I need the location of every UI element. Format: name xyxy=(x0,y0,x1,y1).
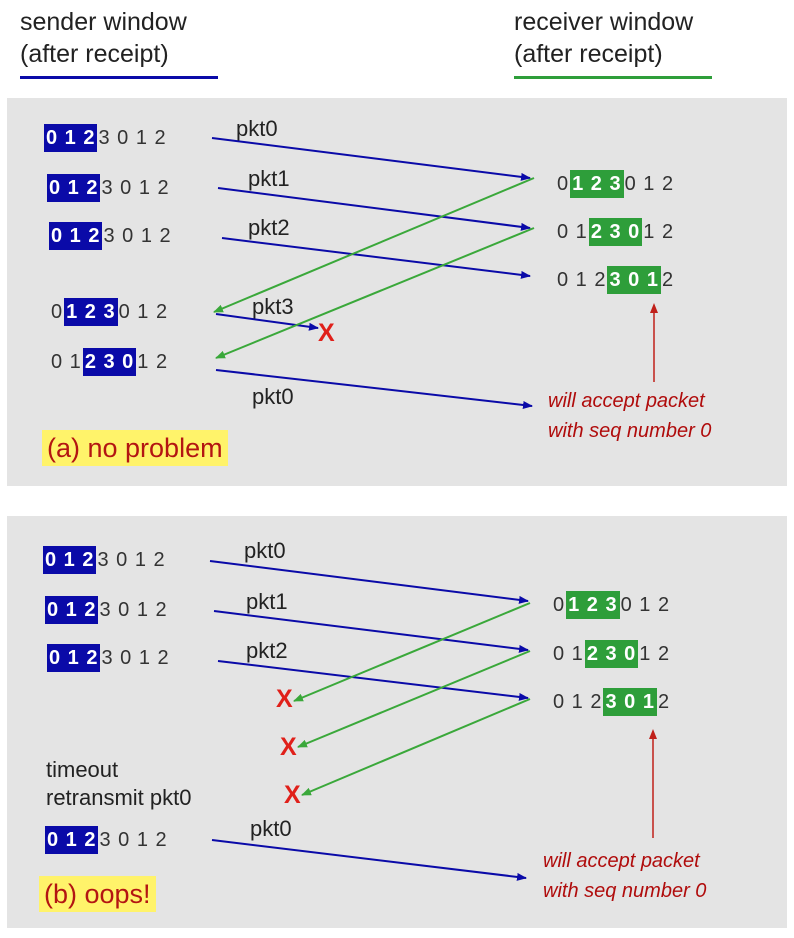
loss-x-mark-a: X xyxy=(318,319,335,347)
data-arrow-b-pkt0-retx xyxy=(211,839,527,881)
sender-header-line1: sender window xyxy=(20,8,187,36)
data-arrow-b-pkt1 xyxy=(213,610,529,653)
sender-header-line2: (after receipt) xyxy=(20,40,169,68)
packet-label-a-1: pkt1 xyxy=(248,166,290,191)
accept-note-b-line1: will accept packet xyxy=(543,850,700,872)
receiver-header-line1: receiver window xyxy=(514,8,694,36)
sender-window-header: sender window (after receipt) xyxy=(20,6,187,70)
packet-label-a-4: pkt0 xyxy=(252,384,294,409)
ack-arrow-1 xyxy=(215,227,535,359)
loss-x-mark-b-0: X xyxy=(276,685,293,713)
data-arrow-pkt1 xyxy=(217,187,531,231)
accept-note-b-line2: with seq number 0 xyxy=(543,880,707,902)
panel-b-label: (b) oops! xyxy=(39,876,156,912)
packet-label-a-3: pkt3 xyxy=(252,294,294,319)
data-arrow-pkt0-retx xyxy=(215,369,533,409)
packet-label-b-1: pkt1 xyxy=(246,589,288,614)
ack-arrow-0 xyxy=(213,177,535,313)
ack-arrow-b-0 xyxy=(293,602,531,702)
data-arrow-b-pkt0 xyxy=(209,560,529,604)
timeout-line2: retransmit pkt0 xyxy=(46,785,192,810)
packet-label-a-2: pkt2 xyxy=(248,215,290,240)
receiver-header-underline xyxy=(514,76,712,79)
packet-label-b-0: pkt0 xyxy=(244,538,286,563)
loss-x-mark-b-1: X xyxy=(280,733,297,761)
sender-header-underline xyxy=(20,76,218,79)
accept-note-a: will accept packet with seq number 0 xyxy=(548,386,711,446)
accept-note-a-line2: with seq number 0 xyxy=(548,420,712,442)
packet-label-b-2: pkt2 xyxy=(246,638,288,663)
packet-label-a-0: pkt0 xyxy=(236,116,278,141)
accept-note-b: will accept packet with seq number 0 xyxy=(543,846,706,906)
data-arrow-pkt2 xyxy=(221,237,531,279)
receiver-header-line2: (after receipt) xyxy=(514,40,663,68)
data-arrow-pkt0 xyxy=(211,137,531,181)
receiver-window-header: receiver window (after receipt) xyxy=(514,6,693,70)
accept-note-a-line1: will accept packet xyxy=(548,390,705,412)
timeout-text: timeout retransmit pkt0 xyxy=(46,756,192,812)
data-arrow-b-pkt2 xyxy=(217,660,529,701)
packet-label-b-3: pkt0 xyxy=(250,816,292,841)
ack-arrow-b-2 xyxy=(301,698,531,796)
panel-a-label: (a) no problem xyxy=(42,430,228,466)
loss-x-mark-b-2: X xyxy=(284,781,301,809)
timeout-line1: timeout xyxy=(46,757,119,782)
data-arrow-pkt3 xyxy=(215,313,319,331)
ack-arrow-b-1 xyxy=(297,650,531,748)
